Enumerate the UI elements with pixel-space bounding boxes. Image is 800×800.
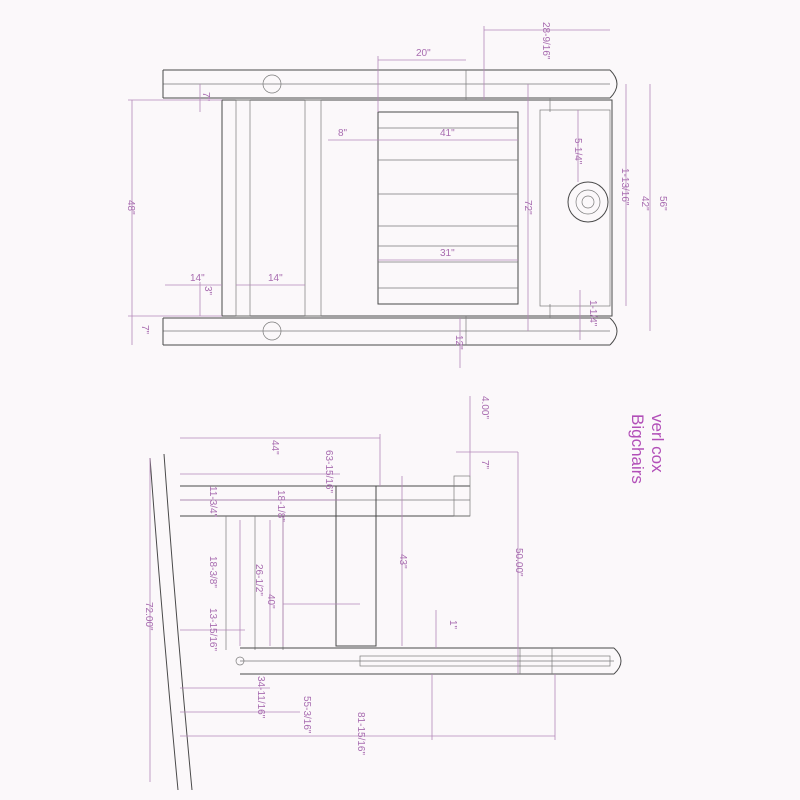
side-view-dimension-labels: 4.00" 44" 63-15/16" 7" 11-3/4" 18-1/8" 4…	[143, 396, 524, 755]
dim-48: 48"	[125, 200, 136, 215]
top-view-dimension-lines	[128, 26, 651, 368]
dim-72: 72"	[522, 200, 533, 215]
dim-14-a: 14"	[190, 273, 205, 284]
top-view: 28-9/16" 20" 7" 8" 41" 5-1/4" 1-13/16" 4…	[125, 22, 668, 368]
dim-63-15-16: 63-15/16"	[323, 450, 334, 493]
dim-1-1-4: 1-1/4"	[587, 300, 598, 327]
dim-14-b: 14"	[268, 273, 283, 284]
designer-name: verl cox	[648, 414, 667, 473]
dim-50-00: 50.00"	[513, 548, 524, 577]
dim-1-13-16: 1-13/16"	[619, 168, 630, 206]
dim-20: 20"	[416, 48, 431, 59]
dim-12: 12"	[453, 335, 464, 350]
dim-8: 8"	[338, 128, 348, 139]
dim-18-1-8: 18-1/8"	[275, 490, 286, 522]
side-view-dimension-lines	[149, 396, 556, 782]
dim-3: 3"	[202, 286, 213, 296]
dim-11-3-4: 11-3/4"	[207, 486, 218, 518]
top-view-dimension-labels: 28-9/16" 20" 7" 8" 41" 5-1/4" 1-13/16" 4…	[125, 22, 668, 350]
dim-26-1-2: 26-1/2"	[253, 564, 264, 596]
chair-frame	[221, 70, 613, 345]
dim-5-1-4: 5-1/4"	[572, 138, 583, 165]
company-name: Bigchairs	[628, 414, 647, 484]
dim-44: 44"	[269, 440, 280, 455]
top-rail	[162, 69, 618, 99]
dim-7-bottom: 7"	[139, 325, 150, 335]
dim-31: 31"	[440, 248, 455, 259]
dim-55-3-16: 55-3/16"	[301, 696, 312, 734]
side-view: 4.00" 44" 63-15/16" 7" 11-3/4" 18-1/8" 4…	[143, 396, 622, 791]
dim-1: 1"	[447, 620, 458, 630]
dim-43: 43"	[397, 554, 408, 569]
dim-40: 40"	[265, 594, 276, 609]
dim-41: 41"	[440, 128, 455, 139]
dim-56: 56"	[657, 196, 668, 211]
dim-72-00: 72.00"	[143, 602, 154, 631]
dim-18-3-8: 18-3/8"	[207, 556, 218, 588]
dim-34-11-16: 34-11/16"	[255, 676, 266, 719]
dim-81-15-16: 81-15/16"	[355, 712, 366, 755]
back-leg	[149, 457, 179, 791]
side-frame	[180, 475, 622, 675]
dim-7: 7"	[479, 460, 490, 470]
dim-13-15-16: 13-15/16"	[207, 608, 218, 651]
dim-7-top: 7"	[200, 92, 211, 102]
dim-28-9-16: 28-9/16"	[540, 22, 551, 60]
dim-42: 42"	[639, 196, 650, 211]
bottom-rail	[162, 317, 618, 346]
signature-block: verl cox Bigchairs	[628, 414, 667, 484]
dim-4-00: 4.00"	[479, 396, 490, 419]
